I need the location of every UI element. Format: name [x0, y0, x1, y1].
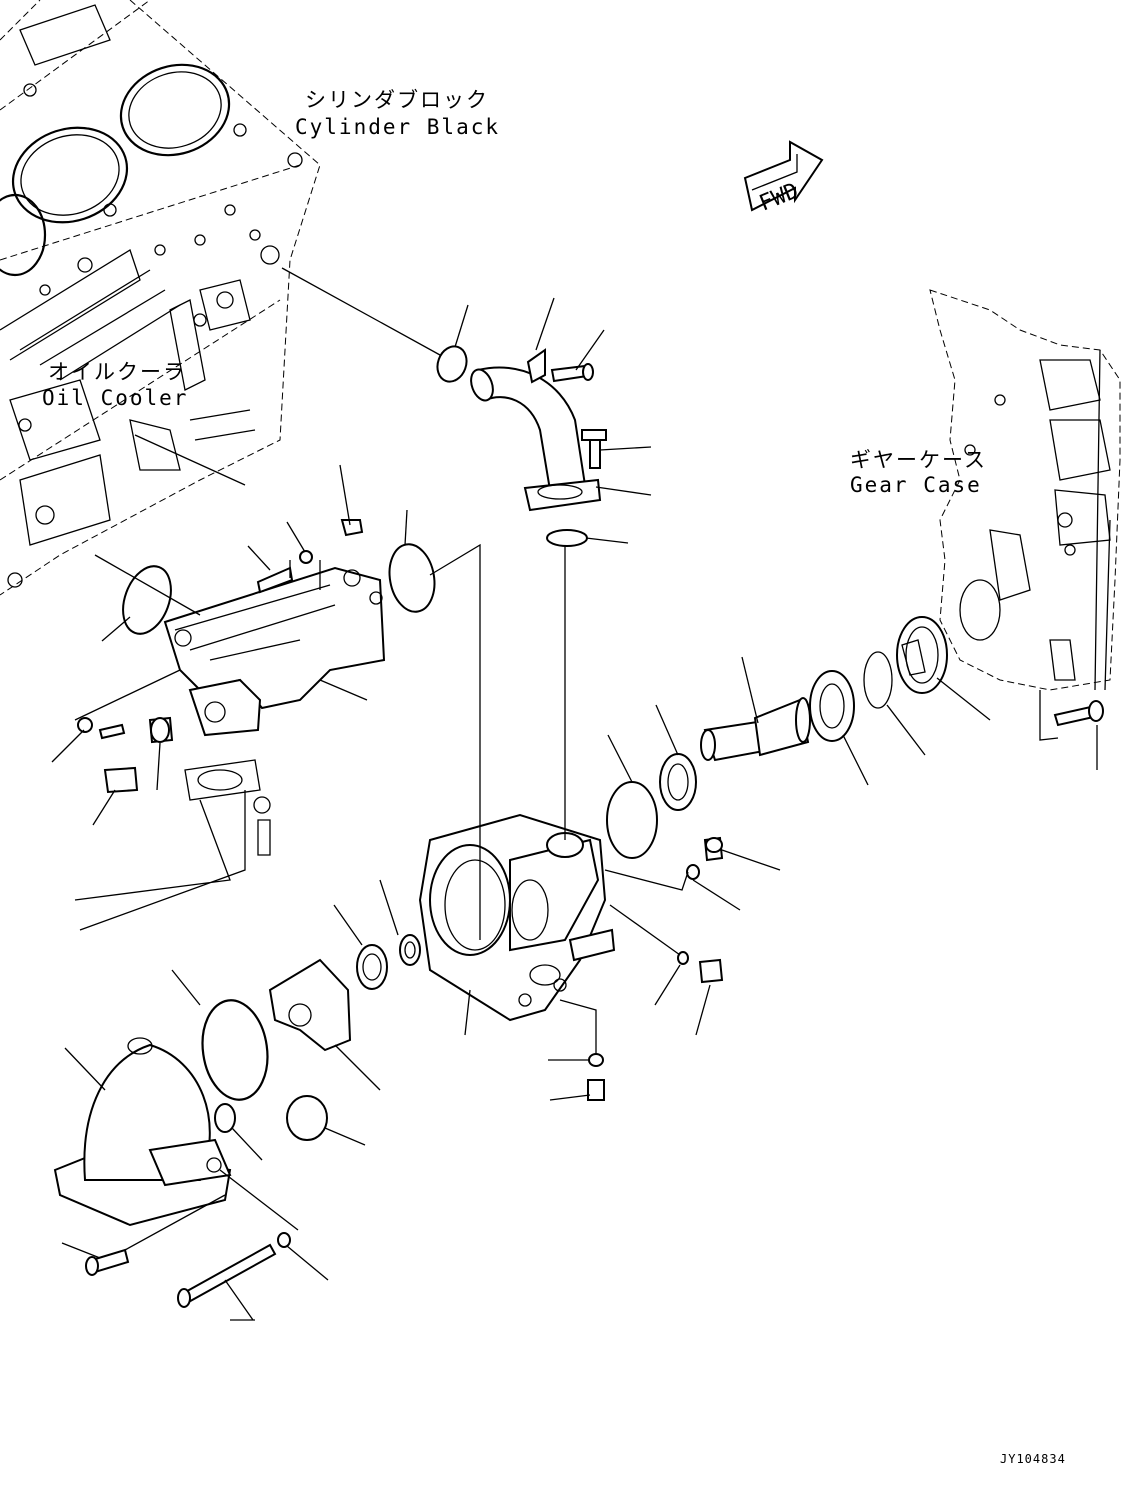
cylinder-block — [0, 0, 321, 596]
cylinder-block-label-en: Cylinder Black — [295, 115, 501, 139]
gear-case-label-en: Gear Case — [850, 473, 982, 497]
leader-lines — [51, 267, 1098, 1321]
thermostat-housing — [77, 519, 436, 794]
oil-cooler-label-jp: オイルクーラ — [48, 360, 186, 384]
cylinder-block-label-jp: シリンダブロック — [305, 88, 489, 112]
gear-case-label-jp: ギヤーケース — [850, 448, 987, 472]
gear-case — [929, 289, 1121, 691]
fittings — [587, 836, 724, 1101]
oil-cooler-label-en: Oil Cooler — [42, 386, 189, 410]
fwd-arrow: FWD — [743, 140, 824, 217]
lower-pipe — [74, 759, 271, 931]
drawing-code: JY104834 — [1000, 1452, 1066, 1466]
water-pump-body — [418, 813, 616, 1022]
pump-shaft-assembly — [606, 616, 1104, 859]
impeller-cover-assembly — [53, 934, 421, 1308]
water-pipe — [436, 345, 607, 547]
